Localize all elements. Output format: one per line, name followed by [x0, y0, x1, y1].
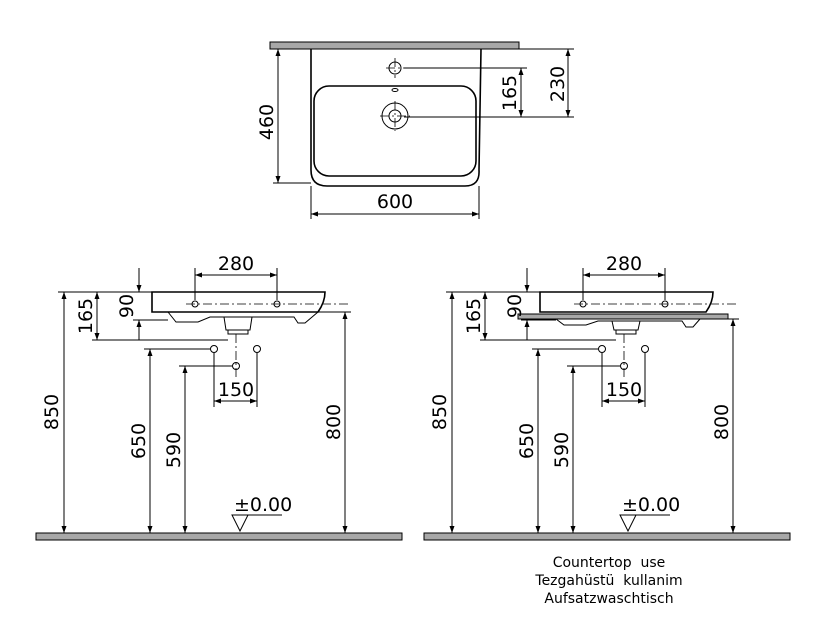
dim-bracket-280: 280: [606, 253, 642, 275]
dim-width-600: 600: [377, 191, 413, 213]
side-view-wall-mounted: 280 90 165 850 650 590: [35, 253, 403, 541]
dim-depth-460: 460: [256, 104, 278, 140]
side-view-countertop: 280 90 165 850 650 590 800: [423, 253, 791, 541]
supply-left-icon: [210, 345, 218, 353]
dim-tap-165: 165: [499, 75, 521, 111]
dim-waste-230: 230: [547, 66, 569, 102]
floor: [423, 532, 791, 541]
level-marker-icon: [231, 514, 249, 533]
dim-rim-800: 800: [711, 404, 733, 440]
countertop-slab: [517, 313, 729, 320]
dim-height-850: 850: [429, 394, 451, 430]
dim-rim-800: 800: [323, 404, 345, 440]
floor: [35, 532, 403, 541]
basin-profile: [151, 291, 326, 313]
dim-height-850: 850: [41, 394, 63, 430]
caption: Countertop use Tezgahüstü kullanim Aufsa…: [534, 555, 682, 607]
dim-waste-590: 590: [163, 432, 185, 468]
overflow-icon: [391, 88, 399, 92]
level-marker-icon: [619, 514, 637, 533]
supply-left-icon: [598, 345, 606, 353]
floor-level-label: ±0.00: [234, 494, 292, 516]
dim-bowl-165: 165: [75, 298, 97, 334]
caption-line-1: Countertop use: [553, 555, 666, 571]
basin-profile: [539, 291, 714, 313]
dim-rim-90: 90: [116, 294, 138, 318]
caption-line-3: Aufsatzwaschtisch: [544, 591, 673, 607]
supply-right-icon: [641, 345, 649, 353]
dim-supply-650: 650: [128, 423, 150, 459]
floor-level-label: ±0.00: [622, 494, 680, 516]
dim-waste-590: 590: [551, 432, 573, 468]
top-view-wall: [269, 41, 520, 50]
caption-line-2: Tezgahüstü kullanim: [534, 573, 682, 589]
top-view: 460 600 230 165: [256, 41, 574, 219]
dim-supply-150: 150: [606, 379, 642, 401]
top-view-basin-outline: [310, 48, 482, 187]
dim-bracket-280: 280: [218, 253, 254, 275]
top-view-bowl: [313, 85, 477, 177]
dim-rim-90: 90: [504, 294, 526, 318]
dim-supply-150: 150: [218, 379, 254, 401]
supply-right-icon: [253, 345, 261, 353]
dim-bowl-165: 165: [463, 298, 485, 334]
dim-supply-650: 650: [516, 423, 538, 459]
